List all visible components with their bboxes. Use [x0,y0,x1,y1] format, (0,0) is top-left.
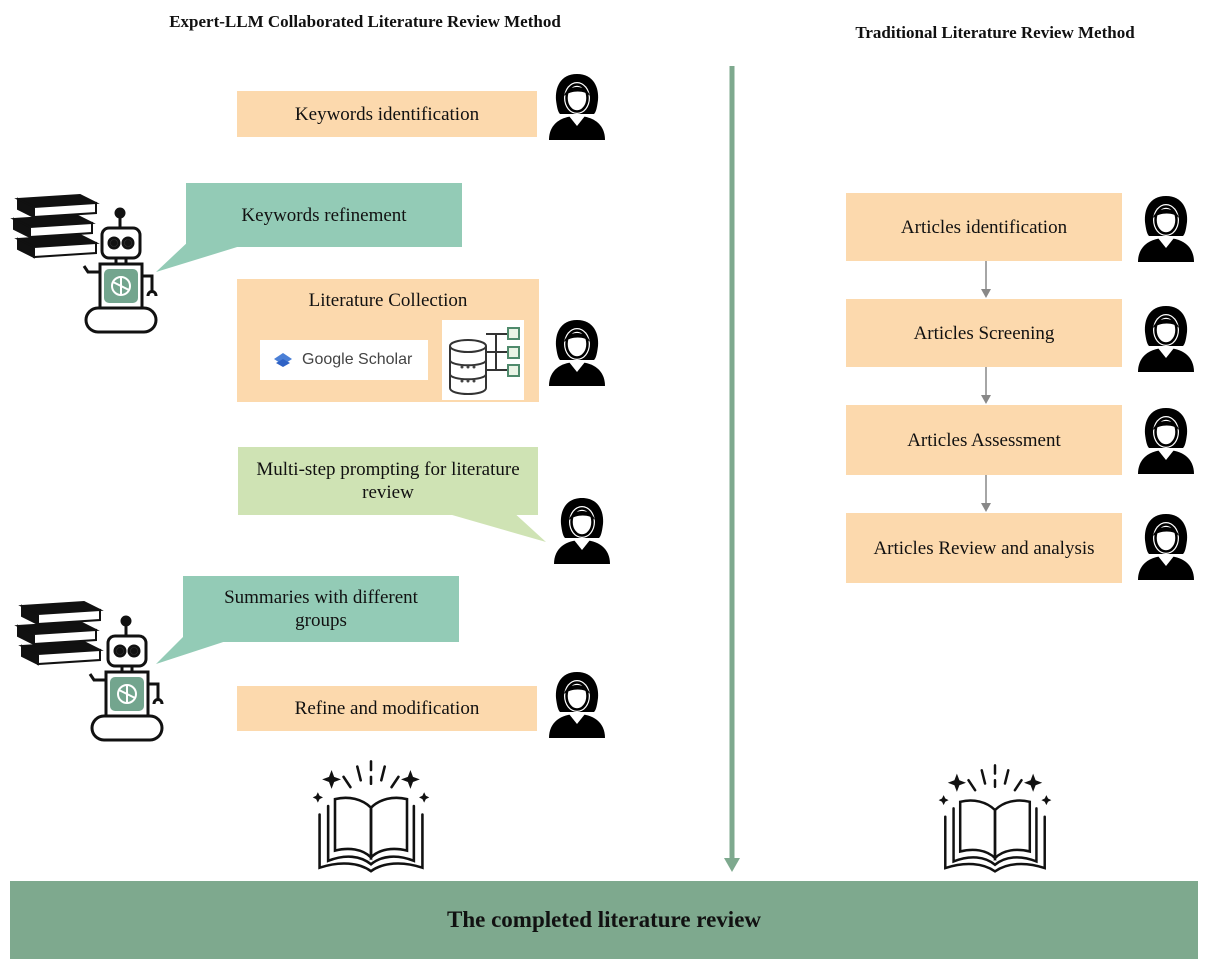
flow-arrow [981,261,991,298]
keywords-refinement-bubble: Keywords refinement [186,183,462,247]
multi-step-prompting-label: Multi-step prompting for literature revi… [256,459,520,503]
right-step-label: Articles Assessment [907,429,1061,451]
flow-arrow [981,475,991,512]
summaries-label: Summaries with different groups [224,587,418,631]
person-icon [547,316,607,386]
literature-collection-label: Literature Collection [308,290,468,311]
right-heading: Traditional Literature Review Method [855,23,1135,42]
right-step-label: Articles identification [900,216,1068,238]
right-step-box: Articles identification [846,193,1122,261]
flow-arrow [981,367,991,404]
completed-review-banner: The completed literature review [10,881,1198,959]
person-icon [547,70,607,140]
divider-arrow [724,66,740,872]
keywords-identification-box: Keywords identification [237,91,537,137]
keywords-identification-label: Keywords identification [294,103,480,125]
person-icon [1136,510,1196,580]
summaries-bubble: Summaries with different groups [183,576,459,642]
person-icon [1136,302,1196,372]
open-book-icon [929,762,1061,878]
open-book-icon [305,758,437,878]
left-heading: Expert-LLM Collaborated Literature Revie… [169,12,561,31]
right-step-box: Articles Review and analysis [846,513,1122,583]
multi-step-prompting-bubble: Multi-step prompting for literature revi… [238,447,538,515]
right-step-box: Articles Screening [846,299,1122,367]
right-step-box: Articles Assessment [846,405,1122,475]
bubble-tail [156,240,260,272]
right-step-label: Articles Review and analysis [873,537,1095,559]
person-icon [1136,192,1196,262]
right-step-label: Articles Screening [913,322,1055,344]
google-scholar-label: Google Scholar [302,351,413,368]
person-icon [547,668,607,738]
google-scholar-logo: Google Scholar [260,340,428,380]
person-icon [1136,404,1196,474]
refine-label: Refine and modification [294,698,480,719]
keywords-refinement-label: Keywords refinement [241,204,407,226]
database-icon [442,320,524,400]
scholar-cap-icon [274,353,292,367]
refine-box: Refine and modification [237,686,537,731]
completed-review-label: The completed literature review [446,907,762,932]
person-icon [552,494,612,564]
